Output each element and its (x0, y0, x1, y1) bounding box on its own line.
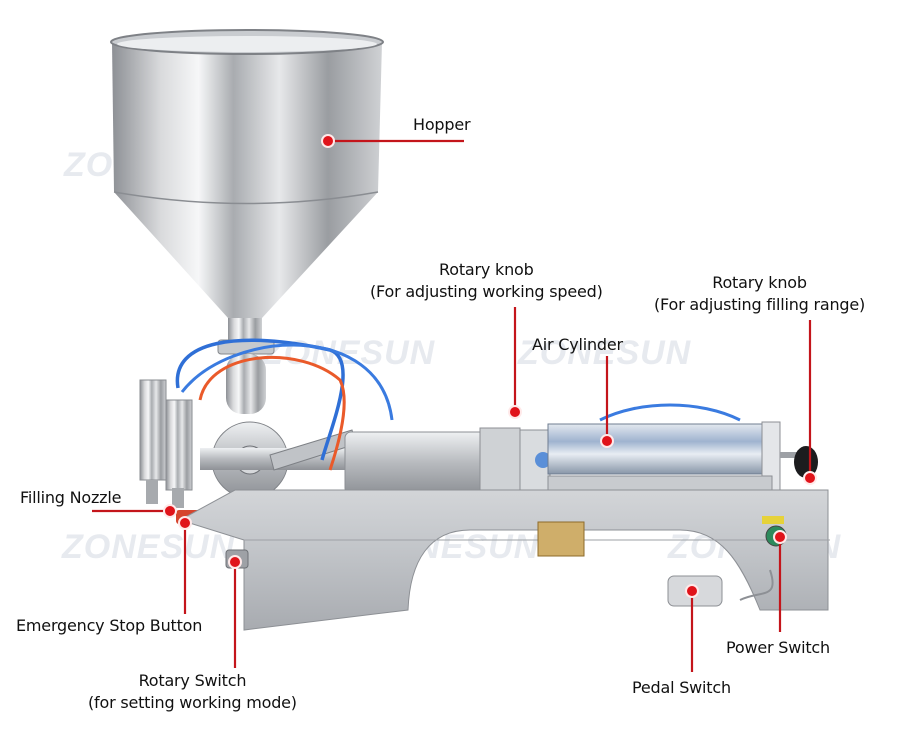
air-cylinder (547, 403, 818, 491)
callouts (92, 134, 817, 672)
label-subtitle: (for setting working mode) (88, 693, 297, 712)
label-emergency-stop: Emergency Stop Button (16, 615, 202, 637)
label-title: Emergency Stop Button (16, 616, 203, 635)
label-air-cylinder: Air Cylinder (532, 334, 623, 356)
label-subtitle: (For adjusting filling range) (654, 295, 866, 314)
label-range-knob: Rotary knob (For adjusting filling range… (654, 272, 865, 316)
filling-nozzles (139, 379, 200, 524)
label-speed-knob: Rotary knob (For adjusting working speed… (370, 259, 603, 303)
watermark: ZONESUN (262, 334, 436, 372)
pump-cylinder (344, 427, 551, 503)
label-title: Rotary knob (712, 273, 807, 292)
hopper (110, 29, 384, 340)
label-title: Filling Nozzle (20, 488, 122, 507)
label-title: Hopper (413, 115, 471, 134)
watermark: ZONESUN (62, 528, 236, 566)
label-title: Power Switch (726, 638, 830, 657)
label-hopper: Hopper (413, 114, 471, 136)
label-subtitle: (For adjusting working speed) (370, 282, 603, 301)
label-rotary-switch: Rotary Switch (for setting working mode) (88, 670, 297, 714)
label-title: Air Cylinder (532, 335, 623, 354)
label-title: Rotary Switch (138, 671, 247, 690)
label-power-switch: Power Switch (726, 637, 830, 659)
label-pedal-switch: Pedal Switch (632, 677, 731, 699)
label-title: Pedal Switch (632, 678, 731, 697)
watermark: ZONESUN (518, 334, 692, 372)
valve-assembly (175, 338, 394, 499)
label-title: Rotary knob (439, 260, 534, 279)
machine-base (178, 489, 830, 631)
label-filling-nozzle: Filling Nozzle (20, 487, 121, 509)
